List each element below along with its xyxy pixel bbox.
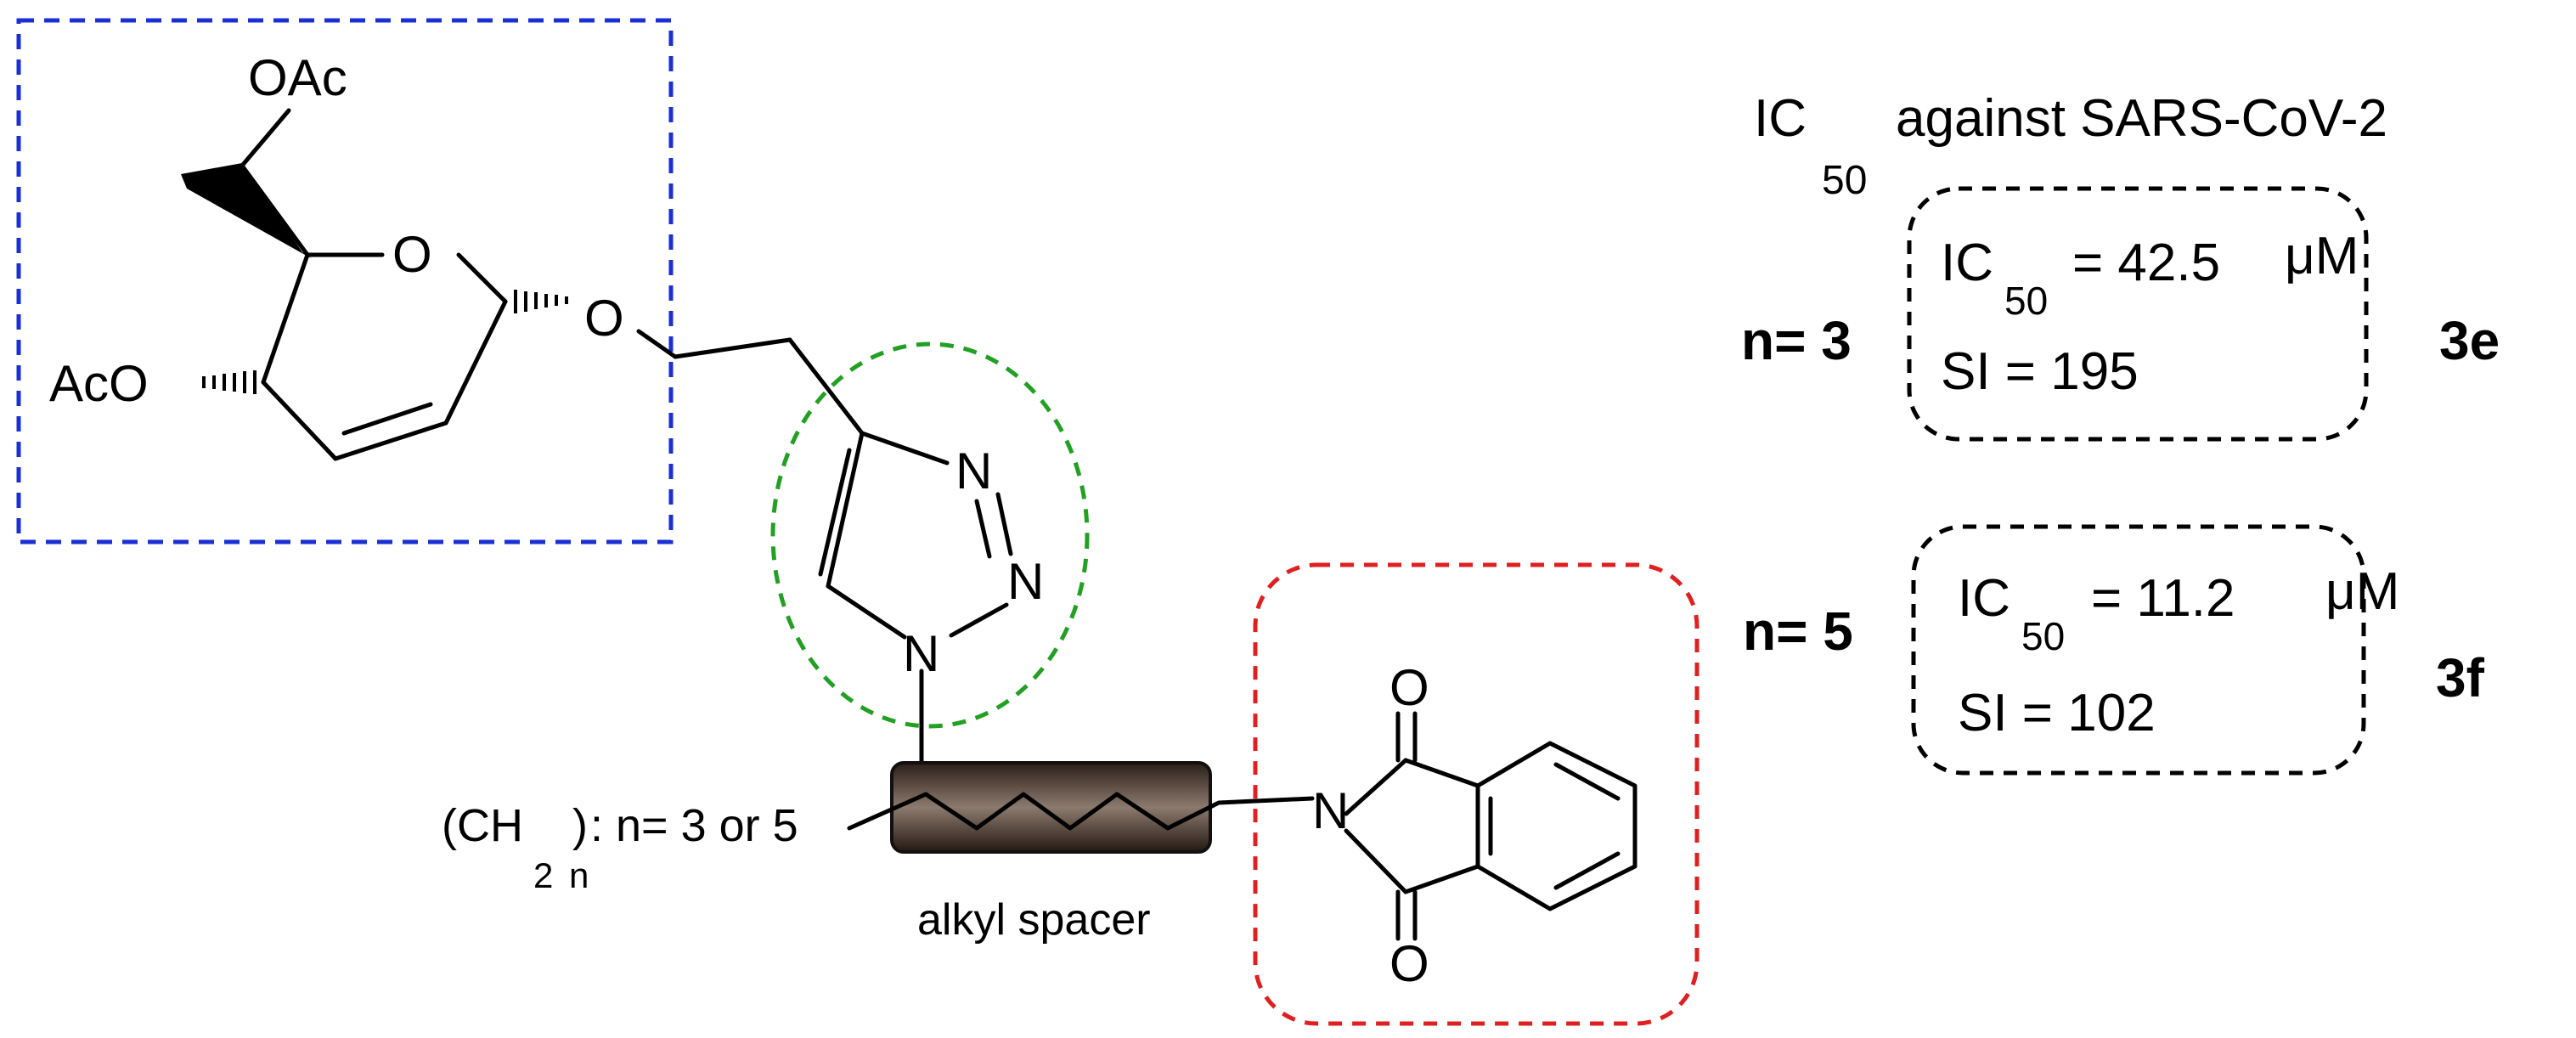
atom-oac-top: OAc [248, 49, 347, 106]
phthalimide-highlight-box [1253, 562, 1699, 1026]
result-ic-sub: 50 [2021, 614, 2065, 658]
header-ic: IC [1754, 89, 1807, 148]
result-unit: μM [2285, 227, 2359, 285]
result-value: = 42.5 [2072, 234, 2220, 292]
result-unit: μM [2325, 562, 2399, 621]
spacer-formula-close: ) [572, 800, 588, 851]
result-3f: n= 5 IC 50 = 11.2 μM SI = 102 3f [1743, 524, 2485, 776]
sugar-moiety [181, 108, 865, 461]
triazole-highlight-ellipse [770, 341, 1090, 729]
result-n-label: n= 3 [1741, 310, 1852, 371]
atom-imide-n: N [1312, 782, 1349, 839]
triazole-ring [818, 431, 1013, 776]
result-compound-label: 3f [2436, 647, 2485, 708]
result-ic: IC [1958, 569, 2010, 628]
atom-carbonyl-o-top: O [1389, 659, 1429, 716]
result-box-3f [1911, 524, 2366, 776]
spacer-zigzag [847, 792, 1315, 831]
atom-ring-o: O [392, 226, 432, 283]
result-3e: n= 3 IC 50 = 42.5 μM SI = 195 3e [1741, 186, 2500, 442]
atom-glyco-o: O [584, 290, 624, 347]
result-compound-label: 3e [2439, 310, 2500, 371]
header-text: against SARS-CoV-2 [1896, 89, 2387, 148]
result-box-3e [1907, 186, 2369, 442]
phthalimide-moiety [1344, 711, 1637, 941]
result-si: SI = 102 [1958, 684, 2156, 742]
spacer-caption: alkyl spacer [917, 895, 1151, 945]
spacer-formula: (CH 2 ) n : n= 3 or 5 [442, 800, 798, 895]
alkyl-spacer-bar [890, 761, 1212, 854]
result-ic-sub: 50 [2004, 279, 2048, 323]
spacer-formula-sub: 2 [533, 855, 553, 895]
activity-header: IC 50 against SARS-CoV-2 [1754, 89, 2387, 203]
spacer-formula-text: : n= 3 or 5 [590, 800, 798, 851]
atom-n3: N [1007, 553, 1044, 610]
atom-n1: N [903, 625, 939, 682]
result-si: SI = 195 [1941, 342, 2139, 401]
hashed-bond-aco [202, 370, 256, 394]
spacer-formula-n: n [569, 855, 589, 895]
spacer-formula-open: (CH [442, 800, 523, 851]
header-sub: 50 [1822, 158, 1867, 203]
atom-aco-left: AcO [49, 355, 149, 412]
result-ic: IC [1941, 234, 1993, 292]
wedge-bond [181, 163, 313, 259]
result-n-label: n= 5 [1743, 601, 1853, 662]
result-value: = 11.2 [2091, 569, 2235, 628]
atom-carbonyl-o-bottom: O [1389, 935, 1429, 992]
atom-n2: N [955, 443, 992, 499]
hashed-bond-glycoside [514, 290, 568, 313]
